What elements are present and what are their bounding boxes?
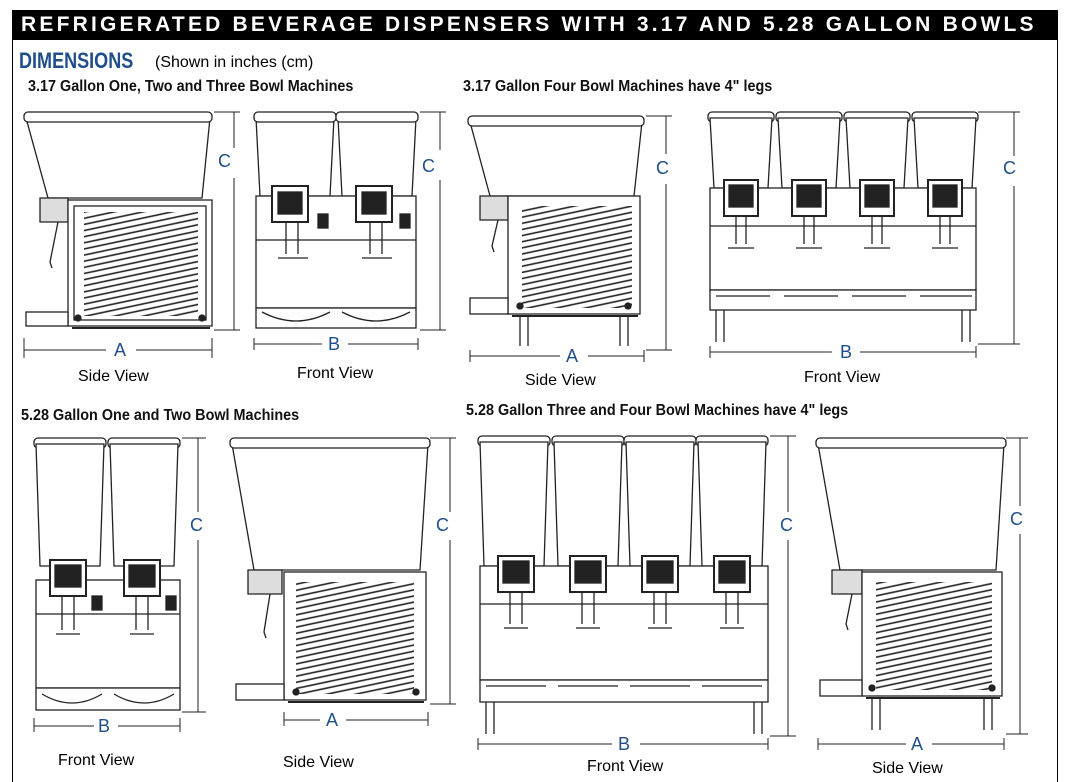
drawing-528-large-side <box>815 437 1007 730</box>
drawing-528-front <box>33 437 181 711</box>
section-title-317-small: 3.17 Gallon One, Two and Three Bowl Mach… <box>28 78 354 95</box>
dim-label-a: A <box>326 710 339 730</box>
caption-front-view: Front View <box>804 369 881 386</box>
caption-front-view: Front View <box>587 758 664 775</box>
caption-side-view: Side View <box>525 372 596 389</box>
dim-label-c: C <box>422 156 435 176</box>
caption-side-view: Side View <box>283 754 354 771</box>
caption-side-view: Side View <box>872 760 943 777</box>
dimension-lines <box>23 111 1028 750</box>
page-title: REFRIGERATED BEVERAGE DISPENSERS WITH 3.… <box>21 13 1037 36</box>
dimensions-heading: DIMENSIONS (Shown in inches (cm) <box>19 48 313 74</box>
dim-label-c: C <box>780 515 793 535</box>
dimensions-note: (Shown in inches (cm) <box>155 54 314 71</box>
drawing-528-large-front <box>477 435 769 734</box>
drawing-317-four-front <box>707 111 979 342</box>
drawing-317-side <box>23 111 213 329</box>
dim-label-c: C <box>436 515 449 535</box>
dim-label-c: C <box>1003 158 1016 178</box>
caption-front-view: Front View <box>297 365 374 382</box>
dimensions-title: DIMENSIONS <box>19 48 134 73</box>
drawing-317-four-side <box>467 115 645 346</box>
dim-label-b: B <box>328 334 341 354</box>
dim-label-b: B <box>840 342 853 362</box>
dim-label-b: B <box>98 716 111 736</box>
content-frame <box>12 40 1058 782</box>
section-title-317-four: 3.17 Gallon Four Bowl Machines have 4" l… <box>463 78 773 95</box>
dim-label-c: C <box>218 151 231 171</box>
caption-front-view: Front View <box>58 752 135 769</box>
dim-label-a: A <box>114 340 127 360</box>
caption-side-view: Side View <box>78 368 149 385</box>
dim-label-b: B <box>618 734 631 754</box>
dim-label-c: C <box>1010 509 1023 529</box>
dim-label-a: A <box>911 734 924 754</box>
section-title-528-large: 5.28 Gallon Three and Four Bowl Machines… <box>466 402 849 419</box>
dim-label-c: C <box>656 158 669 178</box>
dim-label-a: A <box>566 346 579 366</box>
section-title-528-small: 5.28 Gallon One and Two Bowl Machines <box>21 407 300 424</box>
header-banner: REFRIGERATED BEVERAGE DISPENSERS WITH 3.… <box>12 10 1058 40</box>
dim-label-c: C <box>190 515 203 535</box>
drawing-528-side <box>229 437 431 703</box>
drawing-317-front <box>253 111 419 329</box>
